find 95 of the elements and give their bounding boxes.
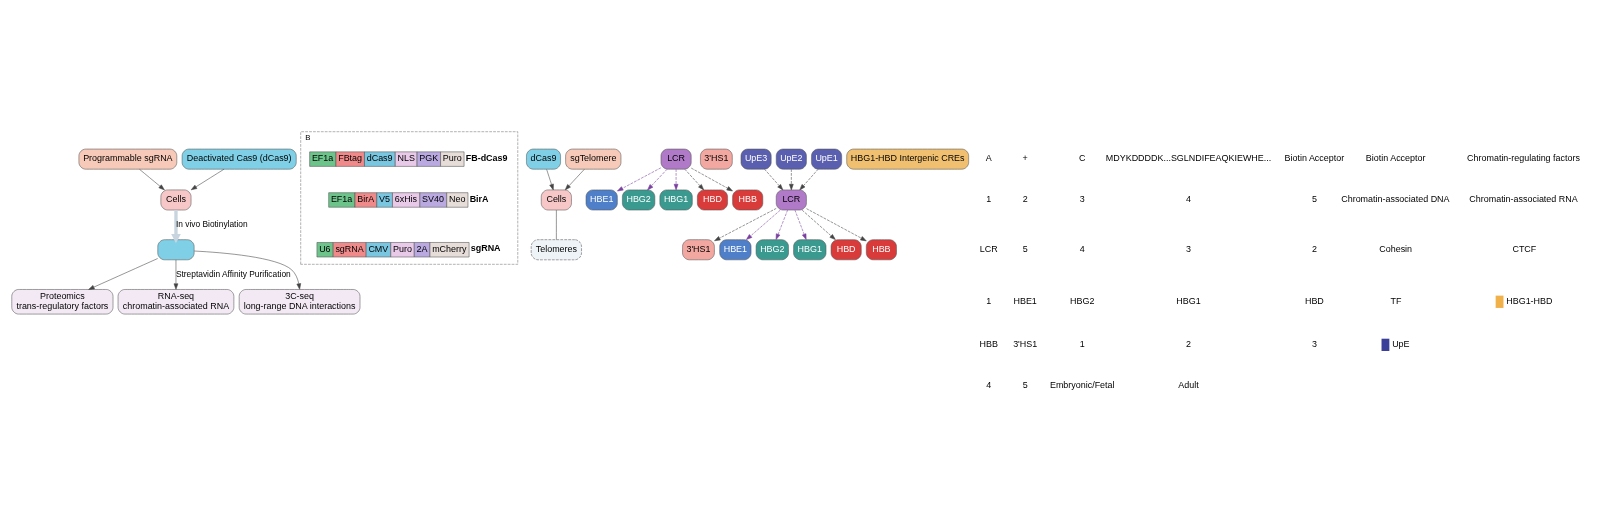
arrow [617, 167, 662, 192]
node-box: UpE2 [775, 148, 807, 170]
node-box: HBG2 [622, 189, 656, 211]
node-box: UpE1 [811, 148, 842, 170]
arrow [764, 169, 784, 191]
edge-label: Streptavidin Affinity Purification [175, 268, 291, 279]
arrow [714, 208, 777, 242]
label: 1 [986, 194, 992, 205]
legend-label: Cohesin [1379, 243, 1413, 254]
label: 4 [1186, 194, 1192, 205]
node-box [157, 239, 195, 261]
label: Adult [1178, 379, 1199, 390]
legend-label: CTCF [1512, 243, 1537, 254]
arrow [746, 209, 781, 240]
node-box: sgTelomere [565, 148, 622, 170]
legend-label: Chromatin-associated DNA [1341, 194, 1450, 205]
arrow [684, 169, 704, 191]
label: 2 [1311, 243, 1317, 254]
label: 5 [1022, 379, 1028, 390]
label: Biotin Acceptor [1284, 153, 1345, 164]
node-box: 3'HS1 [682, 239, 715, 261]
node-box: HBG2 [755, 239, 789, 261]
arrow [789, 169, 794, 191]
node-box: Proteomics trans-regulatory factors [11, 289, 114, 315]
legend-label: Chromatin-associated RNA [1469, 194, 1578, 205]
node-box: Cells [541, 189, 572, 211]
arrow [673, 169, 679, 191]
arrow [173, 259, 179, 290]
label: HBB [979, 338, 998, 349]
label: 3 [1186, 243, 1192, 254]
node-label: BirA [469, 193, 489, 204]
arrow [194, 250, 302, 290]
connector [556, 209, 557, 240]
arrow [801, 209, 836, 240]
arrow [546, 169, 554, 191]
node-box: HBG1 [793, 239, 827, 261]
label: 4 [1079, 243, 1085, 254]
node-box: HBE1 [719, 239, 752, 261]
label: 1 [986, 295, 992, 306]
node-box: Deactivated Cas9 (dCas9) [181, 148, 297, 170]
label: MDYKDDDDK...SGLNDIFEAQKIEWHE... [1105, 153, 1272, 164]
label: HBG2 [1070, 295, 1095, 306]
label: LCR [979, 243, 998, 254]
label: 5 [1311, 194, 1317, 205]
node-label: sgRNA [470, 243, 501, 254]
arrow [794, 209, 807, 240]
arrow [564, 169, 585, 191]
arrow [139, 169, 165, 191]
node-label: FB-dCas9 [465, 152, 508, 163]
arrow [171, 210, 181, 244]
edge-label: In vivo Biotinylation [175, 218, 248, 229]
node-box: HBD [830, 239, 862, 261]
arrow [806, 208, 867, 242]
node-box: 3'HS1 [700, 148, 733, 170]
legend-label: TF [1390, 295, 1402, 306]
arrow [775, 209, 788, 240]
node-box: HBG1-HBD Intergenic CREs [846, 148, 969, 170]
node-box: LCR [660, 148, 692, 170]
label: A [985, 153, 992, 164]
node-box: LCR [775, 189, 807, 211]
arrow [691, 167, 733, 192]
node-box: dCas9 [526, 148, 561, 170]
label: 3'HS1 [1013, 338, 1038, 349]
arrow [799, 169, 819, 191]
node-box: RNA-seq chromatin-associated RNA [117, 289, 235, 315]
legend-label: HBG1-HBD [1506, 295, 1553, 306]
label: C [1079, 153, 1086, 164]
legend-label: Chromatin-regulating factors [1467, 153, 1580, 164]
legend-label: Biotin Acceptor [1365, 153, 1426, 164]
label: 3 [1079, 194, 1085, 205]
arrow [88, 258, 158, 290]
node-box: HBG1 [659, 189, 693, 211]
label: 3 [1311, 338, 1317, 349]
node-box: UpE3 [740, 148, 772, 170]
label: + [1022, 153, 1028, 164]
node-box: Programmable sgRNA [78, 148, 178, 170]
label: HBE1 [1013, 295, 1037, 306]
label: 5 [1022, 243, 1028, 254]
legend-label: UpE [1392, 338, 1410, 349]
arrow [647, 169, 668, 191]
label: HBD [1304, 295, 1324, 306]
label: 1 [1079, 338, 1085, 349]
node-box: HBE1 [585, 189, 618, 211]
arrow [190, 168, 225, 191]
node-box: HBB [866, 239, 897, 261]
node-box: Cells [160, 189, 192, 211]
label: 4 [986, 379, 992, 390]
label: 2 [1022, 194, 1028, 205]
node-box: Telomeres [530, 239, 582, 261]
node-box: HBD [697, 189, 728, 211]
label: 2 [1186, 338, 1192, 349]
node-box: HBB [732, 189, 764, 211]
label: HBG1 [1176, 295, 1201, 306]
node-box: 3C-seq long-range DNA interactions [238, 289, 361, 315]
label: Embryonic/Fetal [1049, 379, 1115, 390]
